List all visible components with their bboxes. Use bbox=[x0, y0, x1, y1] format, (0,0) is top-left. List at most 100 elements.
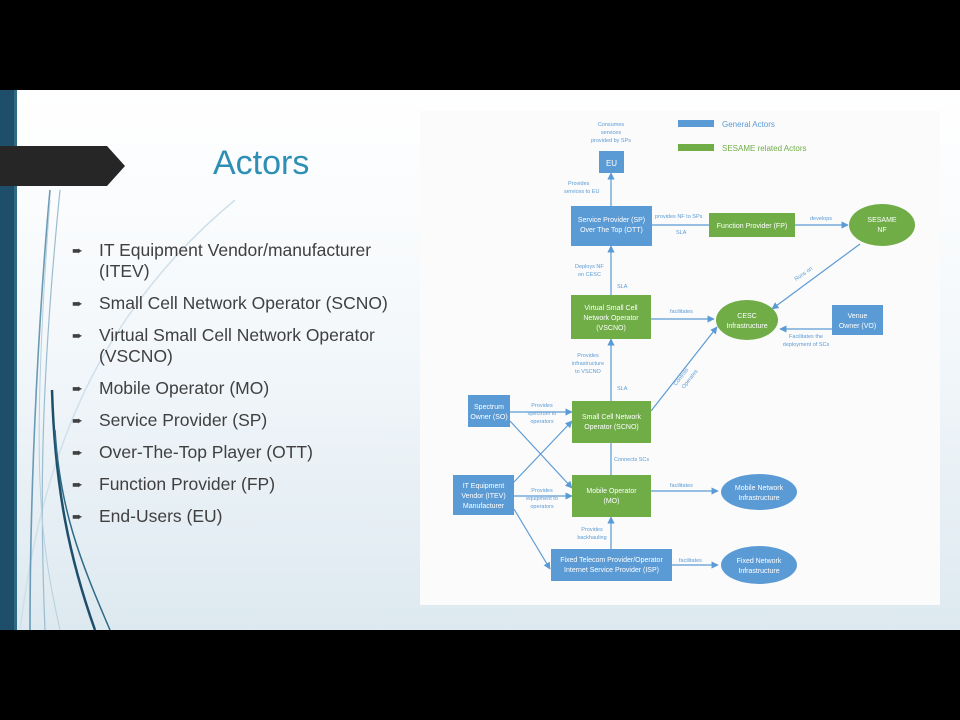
svg-text:Manufacturer: Manufacturer bbox=[463, 503, 505, 510]
edge-itev-scno bbox=[513, 420, 573, 483]
arrow-bullet-icon: ➨ bbox=[72, 477, 83, 492]
legend-general-swatch bbox=[678, 120, 714, 127]
svg-text:Function Provider (FP): Function Provider (FP) bbox=[717, 223, 787, 230]
label-provides-backhauling: Provides bbox=[581, 527, 603, 533]
arrow-bullet-icon: ➨ bbox=[72, 509, 83, 524]
label-facilitates-deploy: Facilitates the bbox=[789, 334, 823, 340]
svg-text:NF: NF bbox=[877, 227, 886, 234]
label-provides-equipment: equipment to bbox=[526, 496, 558, 502]
actors-diagram-svg: General Actors SESAME related Actors bbox=[453, 120, 915, 584]
node-venue-owner: Venue Owner (VO) bbox=[832, 305, 883, 335]
list-item: ➨IT Equipment Vendor/manufacturer (ITEV) bbox=[72, 240, 372, 281]
arrow-bullet-icon: ➨ bbox=[72, 328, 83, 343]
label-facilitates-cesc: facilitates bbox=[670, 309, 693, 315]
svg-text:Virtual Small Cell: Virtual Small Cell bbox=[584, 305, 638, 312]
svg-text:CESC: CESC bbox=[737, 313, 756, 320]
node-fixed-network-infra: Fixed Network Infrastructure bbox=[721, 546, 797, 584]
legend-sesame-label: SESAME related Actors bbox=[722, 144, 806, 153]
label-sla: SLA bbox=[617, 284, 628, 290]
label-provides-equipment: Provides bbox=[531, 488, 553, 494]
node-mobile-network-infra: Mobile Network Infrastructure bbox=[721, 474, 797, 510]
svg-text:IT Equipment: IT Equipment bbox=[463, 483, 505, 490]
arrow-bullet-icon: ➨ bbox=[72, 243, 83, 258]
svg-text:Owner (SO): Owner (SO) bbox=[470, 414, 507, 421]
svg-text:SESAME: SESAME bbox=[867, 217, 897, 224]
label-facilitates-deploy: deployment of SCs bbox=[783, 342, 830, 348]
label-provides-spectrum: spectrum to bbox=[528, 411, 557, 417]
edge-so-mo bbox=[509, 420, 573, 489]
label-consumes: provided by SPs bbox=[591, 138, 631, 144]
label-sla: SLA bbox=[676, 230, 687, 236]
svg-text:Service Provider (SP): Service Provider (SP) bbox=[578, 217, 645, 224]
svg-text:Small Cell Network: Small Cell Network bbox=[582, 414, 642, 421]
label-develops: develops bbox=[810, 216, 832, 222]
label-facilitates-isp: facilitates bbox=[679, 558, 702, 564]
label-provides-spectrum: operators bbox=[530, 419, 553, 425]
legend-sesame-swatch bbox=[678, 144, 714, 151]
left-accent-line bbox=[14, 90, 17, 630]
node-itev: IT Equipment Vendor (ITEV) Manufacturer bbox=[453, 475, 514, 515]
label-provides-infra: infrastructure bbox=[572, 361, 604, 367]
list-item: ➨Mobile Operator (MO) bbox=[72, 378, 270, 398]
edge-scno-cesc bbox=[650, 326, 718, 412]
legend-general-label: General Actors bbox=[722, 120, 775, 129]
edge-itev-isp bbox=[513, 508, 551, 570]
label-facilitates-mo: facilitates bbox=[670, 483, 693, 489]
svg-text:Mobile Operator: Mobile Operator bbox=[586, 488, 637, 495]
list-item: ➨Function Provider (FP) bbox=[72, 474, 276, 494]
slide: Actors ➨IT Equipment Vendor/manufacturer… bbox=[0, 90, 960, 630]
label-provides-infra: to VSCNO bbox=[575, 369, 601, 375]
svg-text:Over The Top (OTT): Over The Top (OTT) bbox=[580, 227, 643, 234]
svg-text:EU: EU bbox=[606, 159, 617, 168]
node-mo: Mobile Operator (MO) bbox=[572, 475, 651, 517]
label-provides-spectrum: Provides bbox=[531, 403, 553, 409]
label-provides-services: services to EU bbox=[564, 189, 599, 195]
svg-text:Owner (VO): Owner (VO) bbox=[839, 323, 876, 330]
arrow-bullet-icon: ➨ bbox=[72, 381, 83, 396]
list-item: ➨Service Provider (SP) bbox=[72, 410, 268, 430]
svg-text:Vendor (ITEV): Vendor (ITEV) bbox=[461, 493, 505, 500]
svg-text:Fixed Telecom Provider/Operato: Fixed Telecom Provider/Operator bbox=[560, 557, 663, 564]
node-spectrum-owner: Spectrum Owner (SO) bbox=[468, 395, 510, 427]
arrow-bullet-icon: ➨ bbox=[72, 413, 83, 428]
slide-title: Actors bbox=[213, 144, 310, 182]
svg-text:Venue: Venue bbox=[848, 313, 868, 320]
title-arrow-banner bbox=[0, 146, 125, 186]
actors-diagram: General Actors SESAME related Actors bbox=[420, 111, 940, 605]
node-isp: Fixed Telecom Provider/Operator Internet… bbox=[551, 549, 672, 581]
svg-text:Mobile Network: Mobile Network bbox=[735, 485, 784, 492]
label-deploys: Deploys NF bbox=[575, 264, 604, 270]
svg-text:Spectrum: Spectrum bbox=[474, 404, 504, 411]
list-item: ➨Over-The-Top Player (OTT) bbox=[72, 442, 313, 462]
svg-text:Infrastructure: Infrastructure bbox=[726, 323, 767, 330]
label-provides-backhauling: backhauling bbox=[577, 535, 606, 541]
label-sla: SLA bbox=[617, 386, 628, 392]
node-cesc: CESC Infrastructure bbox=[716, 300, 778, 340]
label-deploys: on CESC bbox=[578, 272, 601, 278]
svg-text:Operator (SCNO): Operator (SCNO) bbox=[584, 424, 638, 431]
svg-text:Infrastructure: Infrastructure bbox=[738, 568, 779, 575]
node-vscno: Virtual Small Cell Network Operator (VSC… bbox=[571, 295, 651, 339]
svg-text:Network Operator: Network Operator bbox=[583, 315, 639, 322]
node-sesame-nf: SESAME NF bbox=[849, 204, 915, 246]
svg-text:(VSCNO): (VSCNO) bbox=[596, 325, 626, 332]
node-eu: EU bbox=[599, 151, 624, 173]
list-item: ➨Small Cell Network Operator (SCNO) bbox=[72, 293, 388, 313]
actor-list: ➨IT Equipment Vendor/manufacturer (ITEV)… bbox=[72, 240, 417, 538]
label-provides-infra: Provides bbox=[577, 353, 599, 359]
left-accent-strip bbox=[0, 90, 14, 630]
node-sp-ott: Service Provider (SP) Over The Top (OTT) bbox=[571, 206, 652, 246]
label-consumes: services bbox=[601, 130, 621, 136]
node-fp: Function Provider (FP) bbox=[709, 213, 795, 237]
node-scno: Small Cell Network Operator (SCNO) bbox=[572, 401, 651, 443]
list-item: ➨Virtual Small Cell Network Operator (VS… bbox=[72, 325, 375, 366]
svg-text:(MO): (MO) bbox=[604, 498, 620, 505]
edge-nf-cesc bbox=[771, 243, 861, 310]
label-connects: Connects SCs bbox=[614, 457, 649, 463]
svg-text:Infrastructure: Infrastructure bbox=[738, 495, 779, 502]
arrow-bullet-icon: ➨ bbox=[72, 445, 83, 460]
label-provides-services: Provides bbox=[568, 181, 590, 187]
decorative-curves bbox=[19, 189, 236, 630]
label-provides-nf: provides NF to SPs bbox=[655, 214, 703, 220]
label-consumes: Consumes bbox=[598, 122, 625, 128]
